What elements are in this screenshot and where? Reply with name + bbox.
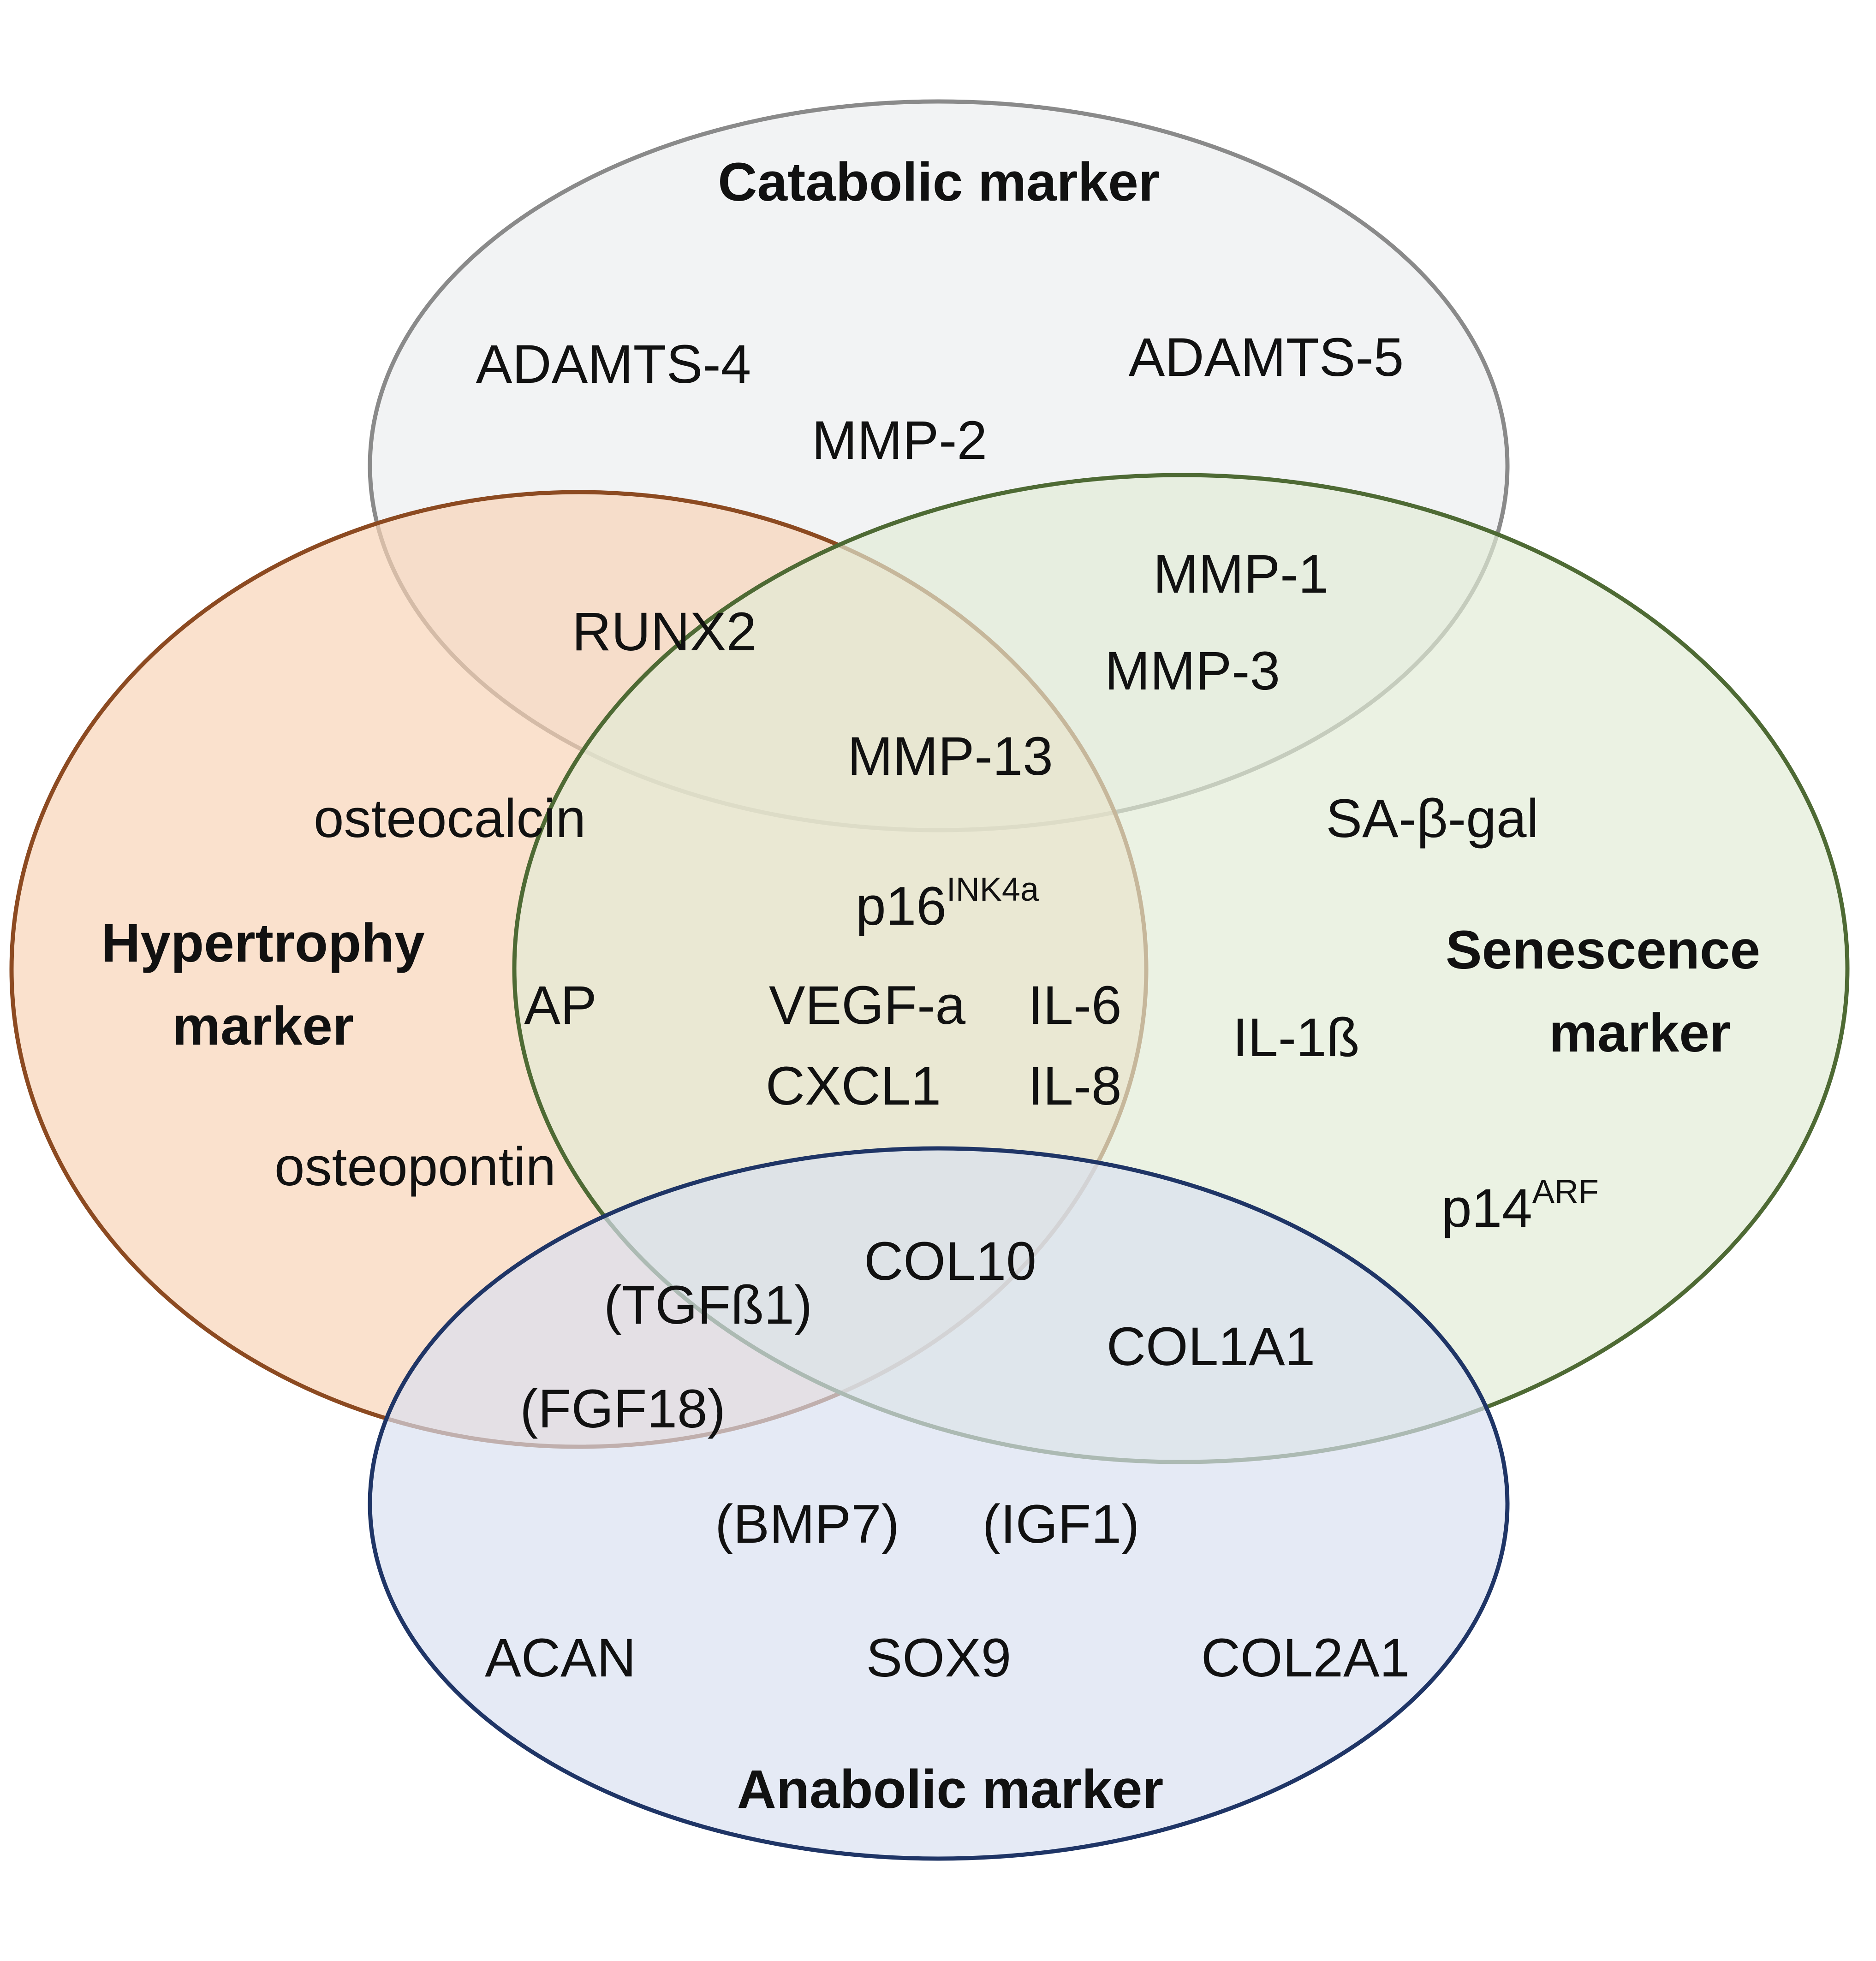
hypertrophy-set-title-line1: Hypertrophy	[101, 913, 425, 974]
marker-fgf18: (FGF18)	[520, 1379, 726, 1439]
marker-osteocalcin: osteocalcin	[314, 788, 586, 849]
marker-mmp13: MMP-13	[847, 726, 1053, 787]
catabolic-set-title: Catabolic marker	[718, 152, 1160, 213]
marker-col10: COL10	[864, 1231, 1036, 1292]
marker-p16-ink4a: p16INK4a	[856, 871, 1039, 937]
marker-ap: AP	[524, 975, 596, 1036]
marker-adamts4: ADAMTS-4	[476, 334, 751, 395]
marker-col2a1: COL2A1	[1201, 1628, 1410, 1688]
marker-mmp2: MMP-2	[812, 410, 987, 471]
marker-mmp1: MMP-1	[1153, 544, 1328, 605]
marker-igf1: (IGF1)	[983, 1494, 1140, 1555]
marker-vegf-a: VEGF-a	[769, 975, 966, 1036]
marker-il6: IL-6	[1028, 975, 1121, 1036]
marker-adamts5: ADAMTS-5	[1129, 327, 1404, 388]
marker-tgfb1: (TGFß1)	[604, 1275, 812, 1336]
marker-sa-beta-gal: SA-β-gal	[1326, 788, 1538, 849]
senescence-set-title-line2: marker	[1549, 1003, 1731, 1064]
marker-il1b: IL-1ß	[1233, 1007, 1359, 1068]
hypertrophy-set-title-line2: marker	[172, 996, 354, 1057]
marker-acan: ACAN	[485, 1628, 636, 1688]
marker-col1a1: COL1A1	[1107, 1316, 1316, 1377]
marker-p14-arf: p14ARF	[1441, 1173, 1599, 1239]
marker-il8: IL-8	[1028, 1056, 1121, 1117]
anabolic-set-ellipse	[368, 1146, 1510, 1861]
marker-bmp7: (BMP7)	[715, 1494, 899, 1555]
marker-runx2: RUNX2	[572, 601, 756, 662]
marker-sox9: SOX9	[866, 1628, 1012, 1688]
marker-mmp3: MMP-3	[1105, 641, 1280, 701]
marker-osteopontin: osteopontin	[274, 1136, 556, 1197]
anabolic-set-title: Anabolic marker	[737, 1759, 1164, 1820]
senescence-set-title-line1: Senescence	[1446, 920, 1760, 980]
marker-cxcl1: CXCL1	[766, 1056, 941, 1117]
